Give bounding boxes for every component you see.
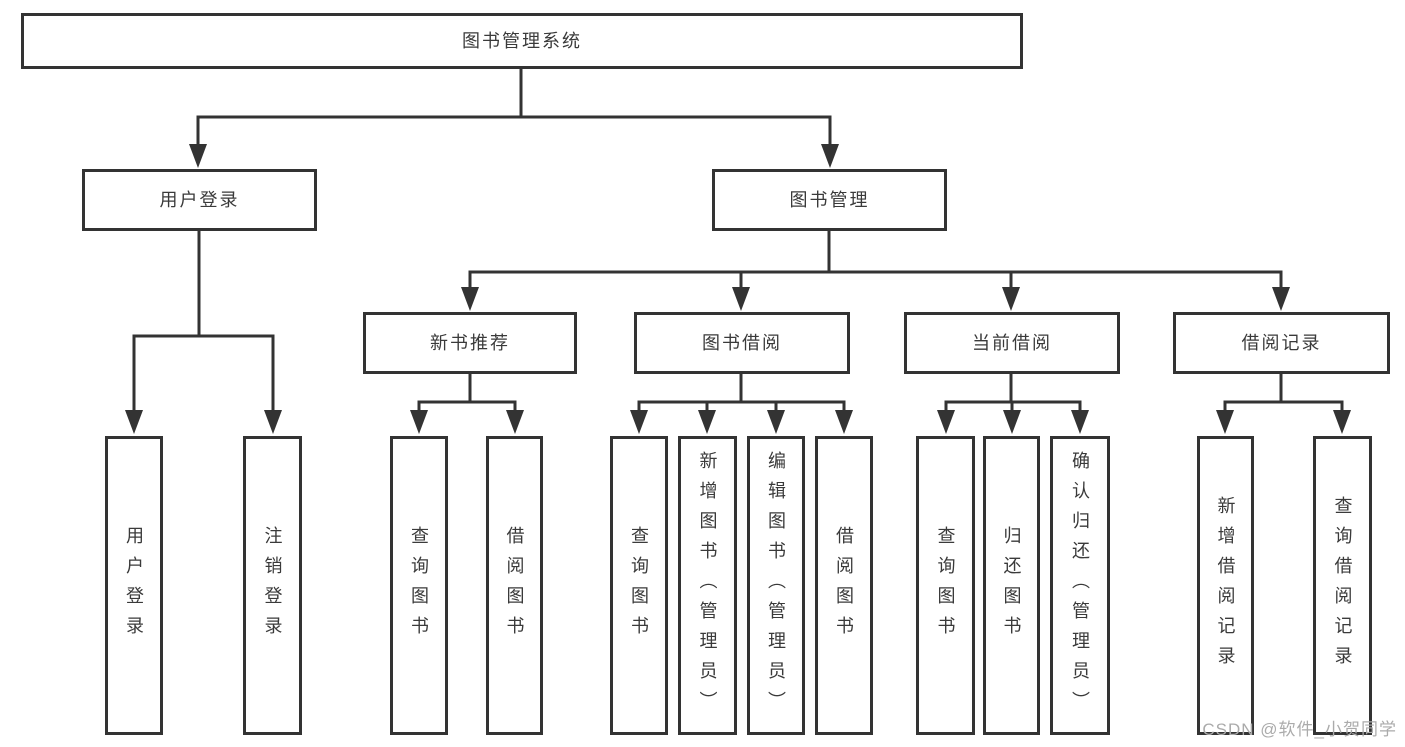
arrow-down-icon <box>937 410 955 434</box>
arrow-down-icon <box>410 410 428 434</box>
arrow-down-icon <box>698 410 716 434</box>
leaf-query-books-newbook: 查询图书 <box>390 436 448 735</box>
arrow-down-icon <box>189 144 207 168</box>
connector-current-to-leaves <box>944 372 1082 414</box>
leaf-add-borrow-record: 新增借阅记录 <box>1197 436 1254 735</box>
node-current-borrow: 当前借阅 <box>904 312 1120 374</box>
arrow-down-icon <box>835 410 853 434</box>
connector-manage-to-sections <box>468 229 1283 292</box>
leaf-query-borrow-record: 查询借阅记录 <box>1313 436 1372 735</box>
leaf-logout: 注销登录 <box>243 436 302 735</box>
leaf-user-login: 用户登录 <box>105 436 163 735</box>
leaf-query-books-borrow: 查询图书 <box>610 436 668 735</box>
leaf-return-books: 归还图书 <box>983 436 1040 735</box>
node-book-management: 图书管理 <box>712 169 947 231</box>
node-user-login: 用户登录 <box>82 169 317 231</box>
node-library-management-system: 图书管理系统 <box>21 13 1023 69</box>
arrow-down-icon <box>630 410 648 434</box>
arrow-down-icon <box>767 410 785 434</box>
leaf-edit-books-admin: 编辑图书（管理员） <box>747 436 805 735</box>
node-new-book-recommend: 新书推荐 <box>363 312 577 374</box>
leaf-borrow-books-newbook: 借阅图书 <box>486 436 543 735</box>
leaf-add-books-admin: 新增图书（管理员） <box>678 436 737 735</box>
connector-newbook-to-leaves <box>417 372 517 414</box>
arrow-down-icon <box>1071 410 1089 434</box>
arrow-down-icon <box>1272 287 1290 311</box>
arrow-down-icon <box>1002 287 1020 311</box>
arrow-down-icon <box>461 287 479 311</box>
arrow-down-icon <box>125 410 143 434</box>
leaf-borrow-books: 借阅图书 <box>815 436 873 735</box>
arrow-down-icon <box>732 287 750 311</box>
connector-record-to-leaves <box>1223 372 1344 414</box>
node-borrow-records: 借阅记录 <box>1173 312 1390 374</box>
arrow-down-icon <box>1003 410 1021 434</box>
arrow-down-icon <box>821 144 839 168</box>
arrow-down-icon <box>506 410 524 434</box>
connector-borrow-to-leaves <box>637 372 846 414</box>
connector-root-to-level2 <box>196 67 832 148</box>
connector-login-to-leaves <box>132 229 275 414</box>
arrow-down-icon <box>1333 410 1351 434</box>
leaf-query-books-current: 查询图书 <box>916 436 975 735</box>
node-book-borrow: 图书借阅 <box>634 312 850 374</box>
csdn-watermark: CSDN @软件_小贺同学 <box>1202 720 1397 739</box>
arrow-down-icon <box>1216 410 1234 434</box>
arrow-down-icon <box>264 410 282 434</box>
leaf-confirm-return-admin: 确认归还（管理员） <box>1050 436 1110 735</box>
